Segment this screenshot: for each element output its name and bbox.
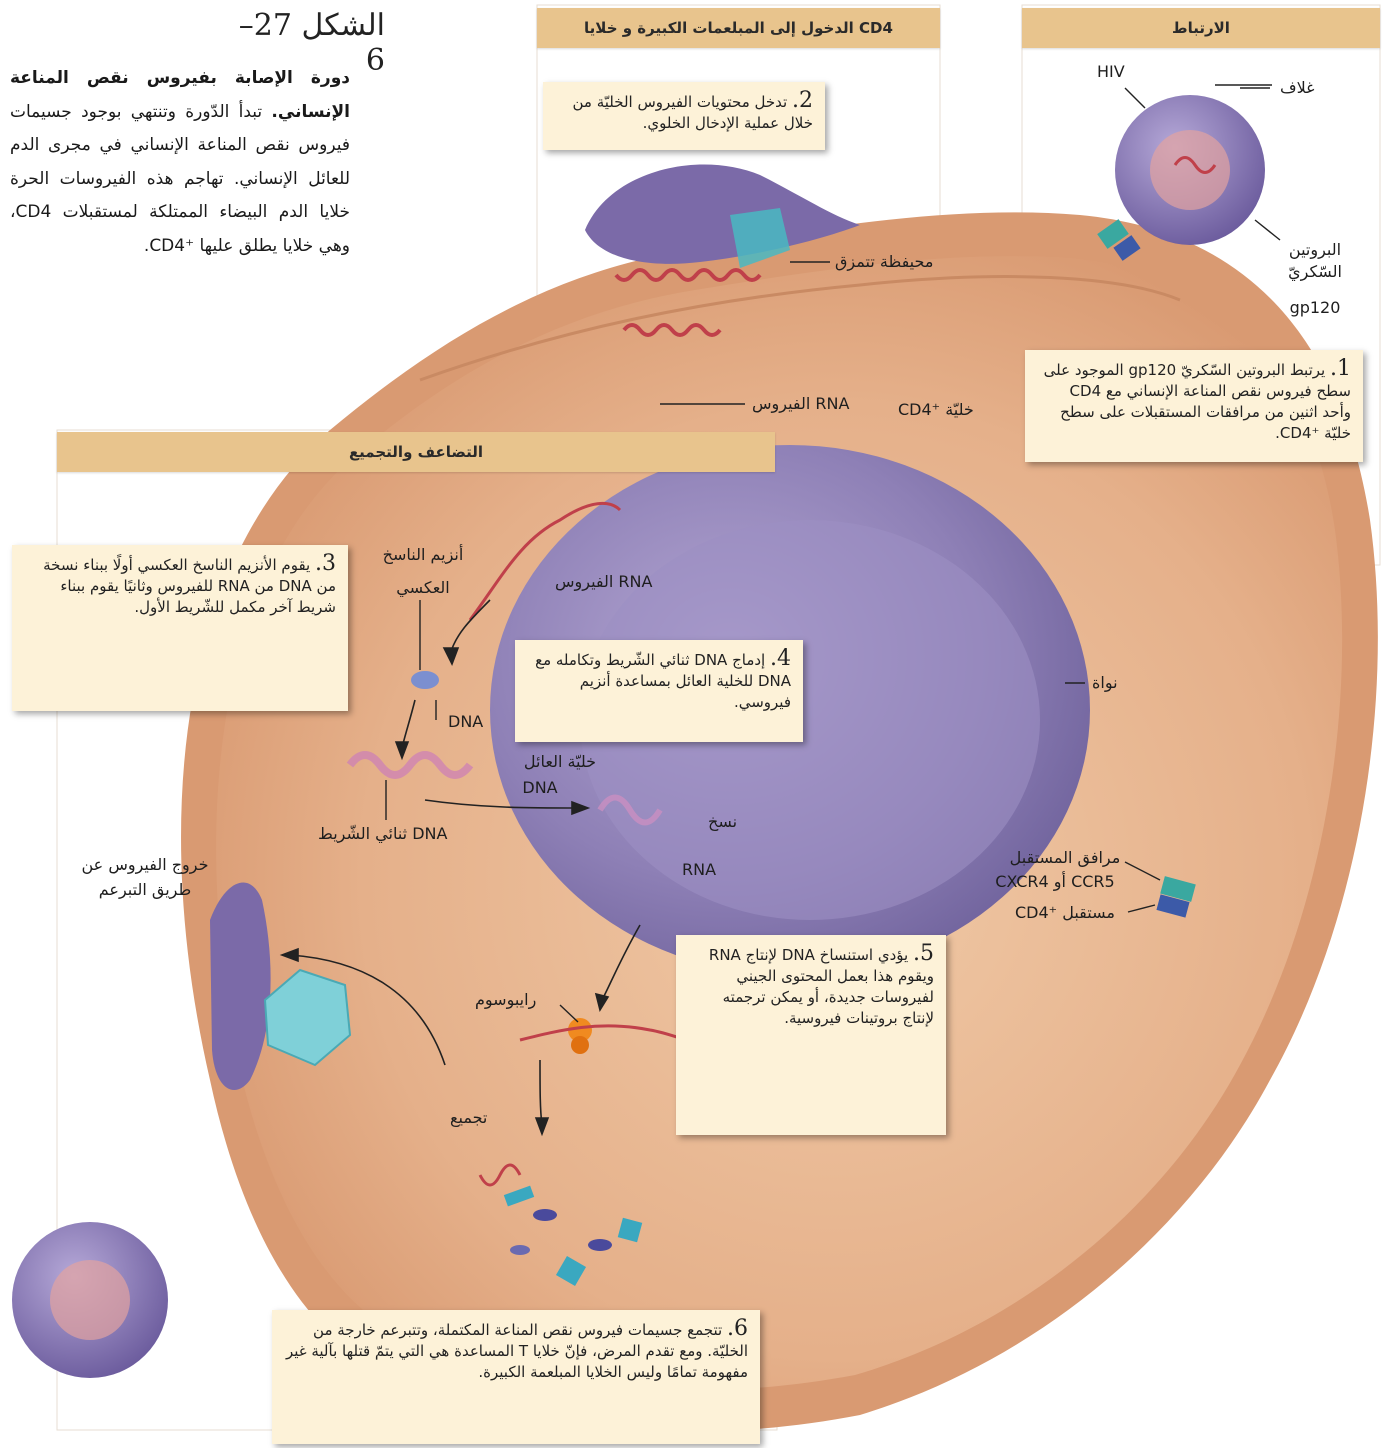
step-2-box: 2. تدخل محتويات الفيروس الخليّة من خلال … xyxy=(543,82,825,150)
label-rna: RNA xyxy=(682,860,716,880)
step-3-box: 3. يقوم الأنزيم الناسخ العكسي أولًا ببنا… xyxy=(12,545,348,711)
step-6-box: 6. تتجمع جسيمات فيروس نقص المناعة المكتم… xyxy=(272,1310,760,1444)
step-4-text: إدماج DNA ثنائي الشّريط وتكامله مع DNA ل… xyxy=(535,651,791,711)
label-host-dna-2: DNA xyxy=(505,778,575,798)
label-vesicle: محيفظة تتمزق xyxy=(835,252,933,272)
label-viral-rna-mid: RNA الفيروس xyxy=(555,572,652,592)
label-coreceptor-2: CCR5 أو CXCR4 xyxy=(985,872,1125,892)
label-viral-rna-top: RNA الفيروس xyxy=(752,394,849,414)
free-hiv-virion-icon xyxy=(12,1222,168,1378)
label-gp120-3: gp120 xyxy=(1280,298,1350,318)
label-host-dna-1: خليّة العائل xyxy=(505,752,615,772)
step-5-box: 5. يؤدي استنساخ DNA لإنتاج RNA ويقوم هذا… xyxy=(676,935,946,1135)
label-hiv: HIV xyxy=(1097,62,1125,82)
label-ribosome: رايبوسوم xyxy=(475,990,536,1010)
label-budding-2: طريق التبرعم xyxy=(70,880,220,900)
step-6-text: تتجمع جسيمات فيروس نقص المناعة المكتملة،… xyxy=(286,1321,748,1381)
reverse-transcriptase-icon xyxy=(411,671,439,689)
step-1-box: 1. يرتبط البروتين السّكريّ gp120 الموجود… xyxy=(1025,350,1363,462)
label-transcription: نسخ xyxy=(708,812,737,832)
step-4-box: 4. إدماج DNA ثنائي الشّريط وتكامله مع DN… xyxy=(515,640,803,742)
step-1-text: يرتبط البروتين السّكريّ gp120 الموجود عل… xyxy=(1044,361,1351,442)
step-3-text: يقوم الأنزيم الناسخ العكسي أولًا ببناء ن… xyxy=(43,556,336,616)
label-envelope: غلاف xyxy=(1280,78,1315,98)
label-gp120-2: السّكريّ xyxy=(1280,262,1350,282)
step-5-number: 5. xyxy=(913,941,934,966)
step-5-text: يؤدي استنساخ DNA لإنتاج RNA ويقوم هذا بع… xyxy=(709,946,934,1027)
label-rt-1: أنزيم الناسخ xyxy=(368,545,478,565)
figure-caption: دورة الإصابة بفيروس نقص المناعة الإنساني… xyxy=(10,62,350,263)
stage-replication-title: التضاعف والتجميع xyxy=(57,432,775,472)
hiv-virion-icon xyxy=(1115,95,1265,245)
step-2-number: 2. xyxy=(792,88,813,113)
label-gp120-1: البروتين xyxy=(1280,240,1350,260)
label-rt-2: العكسي xyxy=(368,578,478,598)
caption-text: تبدأ الدّورة وتنتهي بوجود جسيمات فيروس ن… xyxy=(10,102,350,256)
step-4-number: 4. xyxy=(770,646,791,671)
label-ds-dna: DNA ثنائي الشّريط xyxy=(318,824,447,844)
step-6-number: 6. xyxy=(727,1316,748,1341)
label-coreceptor-1: مرافق المستقبل xyxy=(1005,848,1125,868)
stage-entry-title: الدخول إلى المبلعمات الكبيرة و خلايا CD4 xyxy=(537,8,940,48)
label-assembly: تجميع xyxy=(450,1108,487,1128)
stage-binding-title: الارتباط xyxy=(1022,8,1380,48)
label-budding-1: خروج الفيروس عن xyxy=(70,855,220,875)
step-2-text: تدخل محتويات الفيروس الخليّة من خلال عمل… xyxy=(573,93,813,132)
step-1-number: 1. xyxy=(1330,356,1351,381)
label-nucleus: نواة xyxy=(1092,673,1118,693)
label-dna-single: DNA xyxy=(448,712,483,732)
label-cd4-cell: خليّة ⁺CD4 xyxy=(898,400,974,420)
step-3-number: 3. xyxy=(315,551,336,576)
label-cd4-receptor: مستقبل ⁺CD4 xyxy=(1015,903,1115,923)
